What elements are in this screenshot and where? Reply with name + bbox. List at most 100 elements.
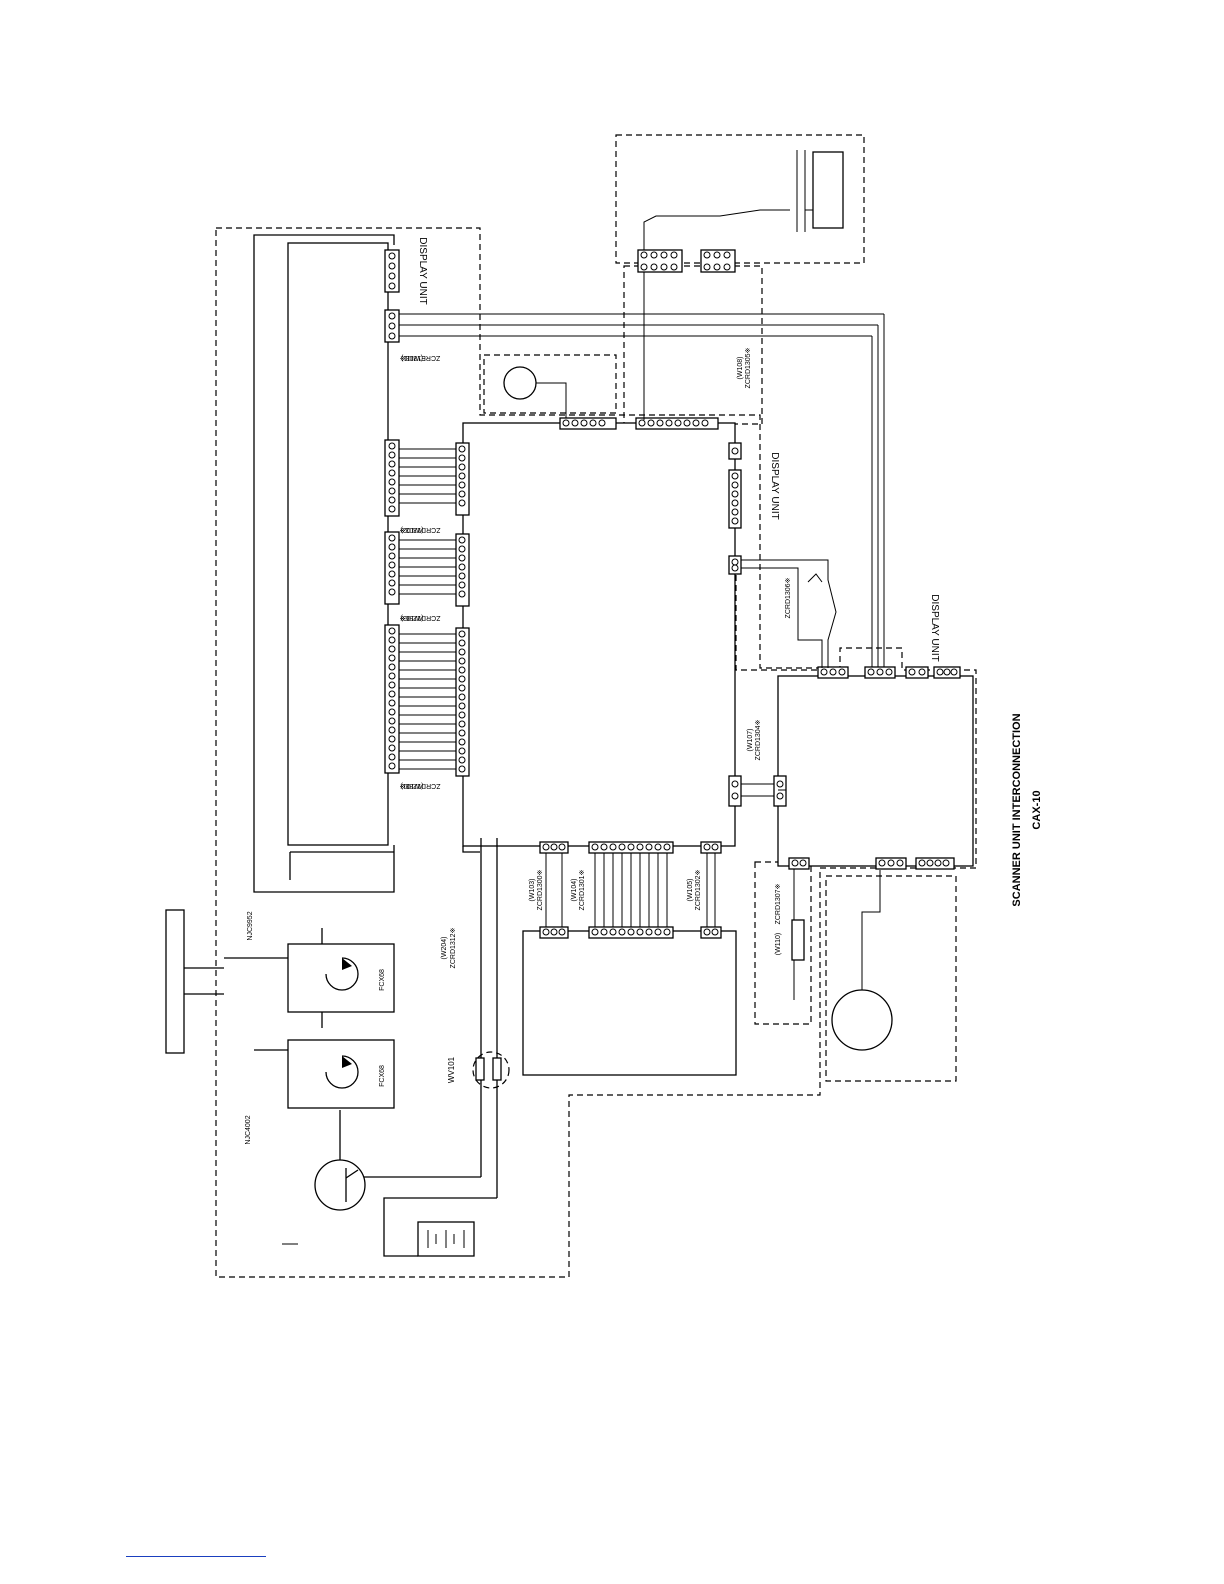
long-board: [287, 242, 389, 846]
connector-pin: [458, 563, 466, 571]
connector-pin: [388, 663, 396, 671]
connector-pin: [388, 478, 396, 486]
connector-pin: [820, 668, 828, 676]
motor-bottom-leads: [861, 870, 881, 990]
connector-pin: [388, 252, 396, 260]
connector-pin: [388, 282, 396, 290]
connector-pin: [458, 675, 466, 683]
zcrd1288-label: ZCRD1288※: [399, 782, 440, 789]
antenna-connector-enclosure: [623, 265, 763, 425]
zcrd1303-label: ZCRD1303※: [399, 526, 440, 533]
connector-pin: [589, 419, 597, 427]
connector-pin: [458, 572, 466, 580]
w108-label: (W108): [737, 357, 744, 380]
connector-pin: [458, 693, 466, 701]
zcrd1307-label: ZCRD1307※: [775, 883, 782, 924]
zcre1308-label: ZCRE1308※: [400, 354, 441, 361]
connector-pin: [692, 419, 700, 427]
zcrd1301-label: ZCRD1301※: [579, 869, 586, 910]
connector-pin: [950, 668, 958, 676]
connector-pin: [591, 928, 599, 936]
connector-pin: [458, 639, 466, 647]
connector-pin: [703, 843, 711, 851]
connector-pin: [388, 505, 396, 513]
connector-pins: [388, 251, 958, 936]
connector-pin: [609, 843, 617, 851]
motor-top: [503, 366, 537, 400]
thermistor-enclosure: [754, 861, 812, 1025]
connector-pin: [638, 419, 646, 427]
connector-pin: [670, 263, 678, 271]
connector-pin: [388, 717, 396, 725]
connector-pin: [663, 928, 671, 936]
connector-pin: [618, 843, 626, 851]
connectors: [384, 249, 961, 939]
connector-pin: [703, 263, 711, 271]
connector-pin: [458, 463, 466, 471]
connector-pin: [388, 672, 396, 680]
connector-pin: [388, 442, 396, 450]
njc9952-label: NJC9952: [247, 911, 254, 940]
connector-pin: [665, 419, 673, 427]
connector-pin: [458, 702, 466, 710]
connector-pin: [458, 765, 466, 773]
connector-pin: [458, 720, 466, 728]
connector-pin: [650, 251, 658, 259]
w101-label: (W101): [401, 782, 424, 789]
connector-pin: [627, 843, 635, 851]
connector-pin: [731, 481, 739, 489]
connector-pin: [654, 843, 662, 851]
connector-pin: [670, 251, 678, 259]
top-right-enclosure: [615, 134, 865, 264]
connector-pin: [598, 419, 606, 427]
connector-pin: [838, 668, 846, 676]
connector-pin: [656, 419, 664, 427]
connector-pin: [388, 487, 396, 495]
fcx68-block-a: [287, 943, 395, 1013]
connector-pin: [887, 859, 895, 867]
connector-pin: [550, 928, 558, 936]
wv101-label: WV101: [447, 1056, 456, 1083]
diagram-title: SCANNER UNIT INTERCONNECTION: [1011, 713, 1023, 906]
connector-pin: [388, 753, 396, 761]
connector-pin: [723, 251, 731, 259]
connector-pin: [711, 928, 719, 936]
connector-pin: [711, 843, 719, 851]
connector-pin: [829, 668, 837, 676]
connector-pin: [799, 859, 807, 867]
fcx68-label-a: FCX68: [379, 969, 386, 991]
w105c-label: (W103): [401, 614, 424, 621]
connector-pin: [388, 579, 396, 587]
connector-pin: [388, 312, 396, 320]
zcrd1304-label: ZCRD1304※: [755, 719, 762, 760]
long-board-outer-wire: [253, 234, 395, 893]
connector-pin: [458, 554, 466, 562]
w104-label: (W104): [571, 879, 578, 902]
connector-pin: [731, 564, 739, 572]
display-unit-label-3: DISPLAY UNIT: [929, 594, 940, 661]
labels: DISPLAY UNIT DISPLAY UNIT DISPLAY UNIT (…: [245, 237, 1043, 1144]
zcrd1302-label: ZCRD1302※: [695, 869, 702, 910]
connector-pin: [388, 561, 396, 569]
connector-pin: [776, 780, 784, 788]
display-unit-label-2: DISPLAY UNIT: [769, 452, 780, 519]
connector-pin: [731, 447, 739, 455]
connector-pin: [458, 756, 466, 764]
connector-pin: [558, 843, 566, 851]
connector-pin: [388, 726, 396, 734]
center-board: [462, 422, 736, 847]
connector-pin: [388, 762, 396, 770]
diagram-model: CAX-10: [1031, 790, 1043, 829]
connector-pin: [388, 570, 396, 578]
connector-pin: [600, 843, 608, 851]
connector-pin: [388, 496, 396, 504]
top-right-block: [812, 151, 844, 229]
connector-pin: [458, 684, 466, 692]
connector-pin: [936, 668, 944, 676]
connector-pin: [731, 499, 739, 507]
connector-pin: [650, 263, 658, 271]
connector-pin: [645, 843, 653, 851]
w111-label: (W111): [401, 354, 423, 361]
lower-board: [522, 930, 737, 1076]
fcx68-label-b: FCX68: [379, 1065, 386, 1087]
